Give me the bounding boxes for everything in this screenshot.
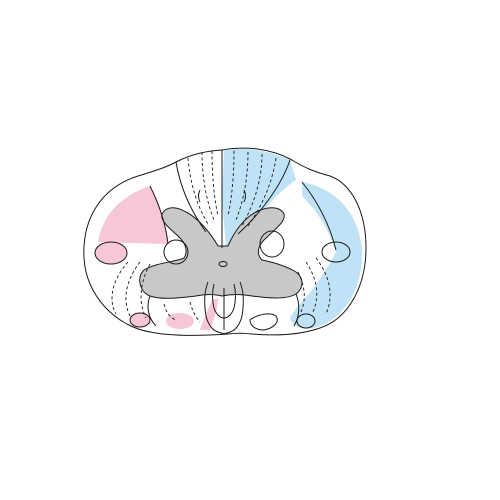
grey-matter-butterfly (139, 207, 302, 299)
right-posterior-dashed-line-4 (247, 157, 277, 227)
right-lateral-tract-band-highlight (290, 182, 363, 329)
left-lateral-tract-highlight (98, 186, 168, 244)
right-lateral-dashed-line-2 (315, 257, 331, 315)
cord-outer-outline (83, 147, 367, 336)
left-posterior-dashed-line-1 (187, 157, 209, 225)
left-anterolateral-ellipse-outline (129, 312, 151, 328)
left-lateral-ellipse-highlight (95, 242, 127, 264)
left-posterior-column-border (175, 161, 207, 233)
right-posterior-dashed-line-1 (227, 150, 235, 217)
left-lateral-dashed-line-3 (111, 261, 129, 315)
right-lateral-dashed-line-1 (305, 261, 318, 315)
left-lateral-white-ellipse (163, 239, 189, 265)
right-lateral-dashed-line-3 (297, 271, 305, 315)
right-lateral-ellipse-outline (321, 241, 351, 263)
right-posterior-dashed-line-2 (235, 151, 249, 221)
central-canal (218, 261, 228, 267)
left-anterior-funiculus-border (147, 295, 157, 327)
right-lateral-white-ellipse (259, 230, 285, 258)
right-lateral-small-ellipse-outline (296, 313, 316, 329)
left-anterior-dashed-line-2 (189, 301, 201, 323)
left-anterolateral-ellipse-highlight (130, 313, 150, 327)
right-lateral-small-ellipse-highlight (297, 314, 315, 328)
left-posterior-dashed-line-3 (211, 150, 219, 217)
left-dorsal-root-mark (198, 189, 201, 203)
right-posterior-column-highlight (222, 148, 296, 248)
right-posterior-column-border (237, 159, 291, 235)
right-anterior-white-patch (249, 313, 278, 331)
left-anterior-dashed-line-1 (163, 303, 177, 321)
left-anterior-ellipse-highlight (166, 313, 194, 329)
left-posterior-dashed-line-2 (201, 151, 215, 221)
grey-matter-outline (139, 207, 303, 299)
anterior-median-fissure-outline (204, 281, 244, 334)
right-dorsal-root-mark (243, 189, 246, 203)
left-lateral-ellipse-outline (94, 241, 128, 265)
left-anterior-medial-tract-highlight (200, 298, 218, 330)
left-lateral-dashed-line-1 (125, 261, 141, 317)
right-anterior-funiculus-border (293, 293, 300, 327)
right-lateral-funiculus-border (301, 181, 337, 251)
